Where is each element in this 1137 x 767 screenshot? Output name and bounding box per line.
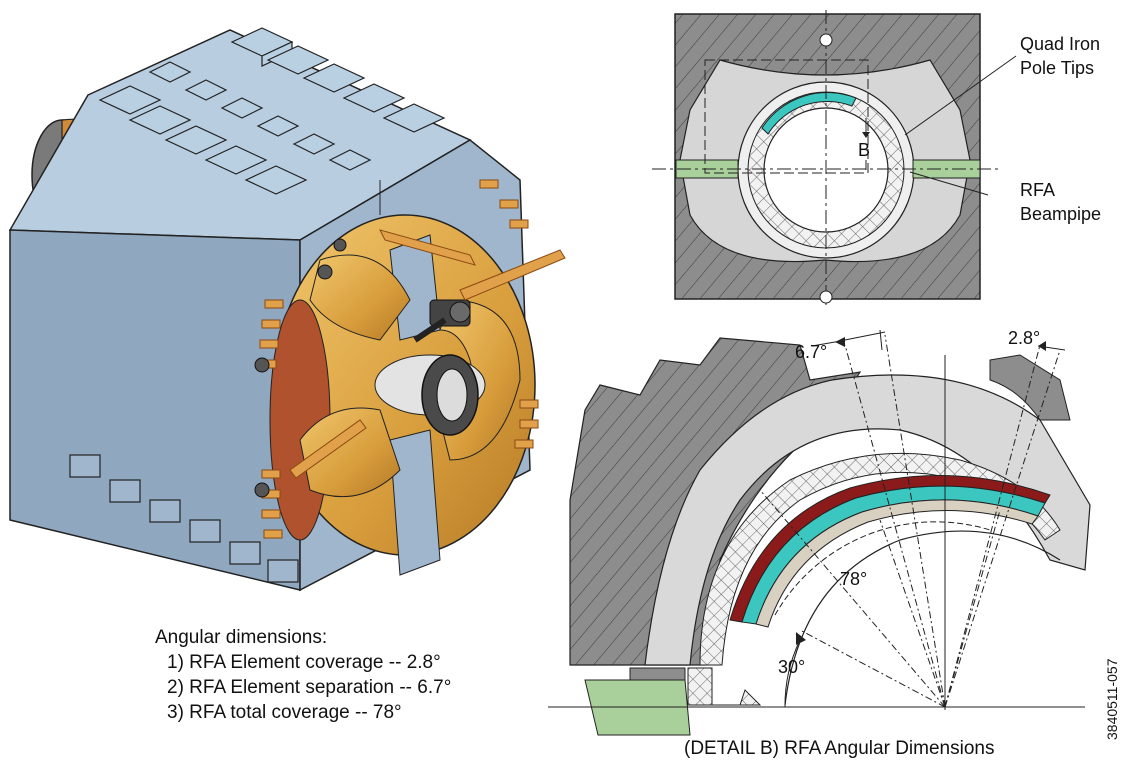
detail-caption: (DETAIL B) RFA Angular Dimensions bbox=[684, 738, 995, 759]
coil-lobe-lower bbox=[299, 407, 401, 498]
angle-base-label: 30° bbox=[778, 657, 805, 677]
right-iron-wedge bbox=[989, 354, 1071, 421]
notes-heading: Angular dimensions: bbox=[155, 627, 328, 648]
figure-id: 3840511-057 bbox=[1104, 658, 1120, 740]
lower-wall-detail bbox=[687, 667, 762, 706]
angle-arc-30 bbox=[784, 639, 801, 708]
note-item-coverage: 1) RFA Element coverage -- 2.8° bbox=[167, 652, 441, 673]
angular-dimensions-notes: Angular dimensions: 1) RFA Element cover… bbox=[155, 625, 451, 725]
note-item-total: 3) RFA total coverage -- 78° bbox=[167, 702, 402, 723]
beampipe-wall-arc bbox=[699, 452, 1061, 666]
rfa-leader bbox=[909, 171, 989, 196]
angle-coverage-label: 2.8° bbox=[1008, 328, 1040, 348]
top-pole-blocks bbox=[98, 27, 446, 195]
detail-b-box bbox=[704, 59, 869, 174]
rfa-label-1: RFA bbox=[1020, 180, 1055, 200]
rfa-element-section bbox=[761, 92, 857, 135]
quadrupole-magnet-illustration bbox=[8, 27, 566, 592]
beampipe-bore bbox=[436, 368, 468, 422]
quad-iron-leader bbox=[904, 55, 1017, 136]
bottom-pole-blocks bbox=[69, 454, 299, 583]
detail-b-label: B bbox=[858, 140, 870, 160]
quad-iron-label-2: Pole Tips bbox=[1020, 58, 1094, 78]
yoke-gap-bottom bbox=[389, 429, 441, 576]
angle-total-label: 78° bbox=[840, 569, 867, 589]
coil-lobe-upper bbox=[309, 254, 411, 341]
angle-separation-label: 6.7° bbox=[795, 342, 827, 362]
rfa-label-2: Beampipe bbox=[1020, 204, 1101, 224]
note-item-separation: 2) RFA Element separation -- 6.7° bbox=[167, 677, 452, 698]
rfa-base-layer bbox=[755, 499, 1039, 628]
magnet-left-face bbox=[9, 229, 301, 591]
quadrupole-cross-section: B Quad Iron Pole Tips RFA Beampipe bbox=[652, 10, 1101, 305]
quad-iron-label-1: Quad Iron bbox=[1020, 34, 1100, 54]
mounting-bolts bbox=[254, 238, 347, 498]
detail-b-drawing: 6.7° 2.8° 78° 30° bbox=[548, 328, 1091, 736]
copper-leads bbox=[257, 179, 566, 539]
